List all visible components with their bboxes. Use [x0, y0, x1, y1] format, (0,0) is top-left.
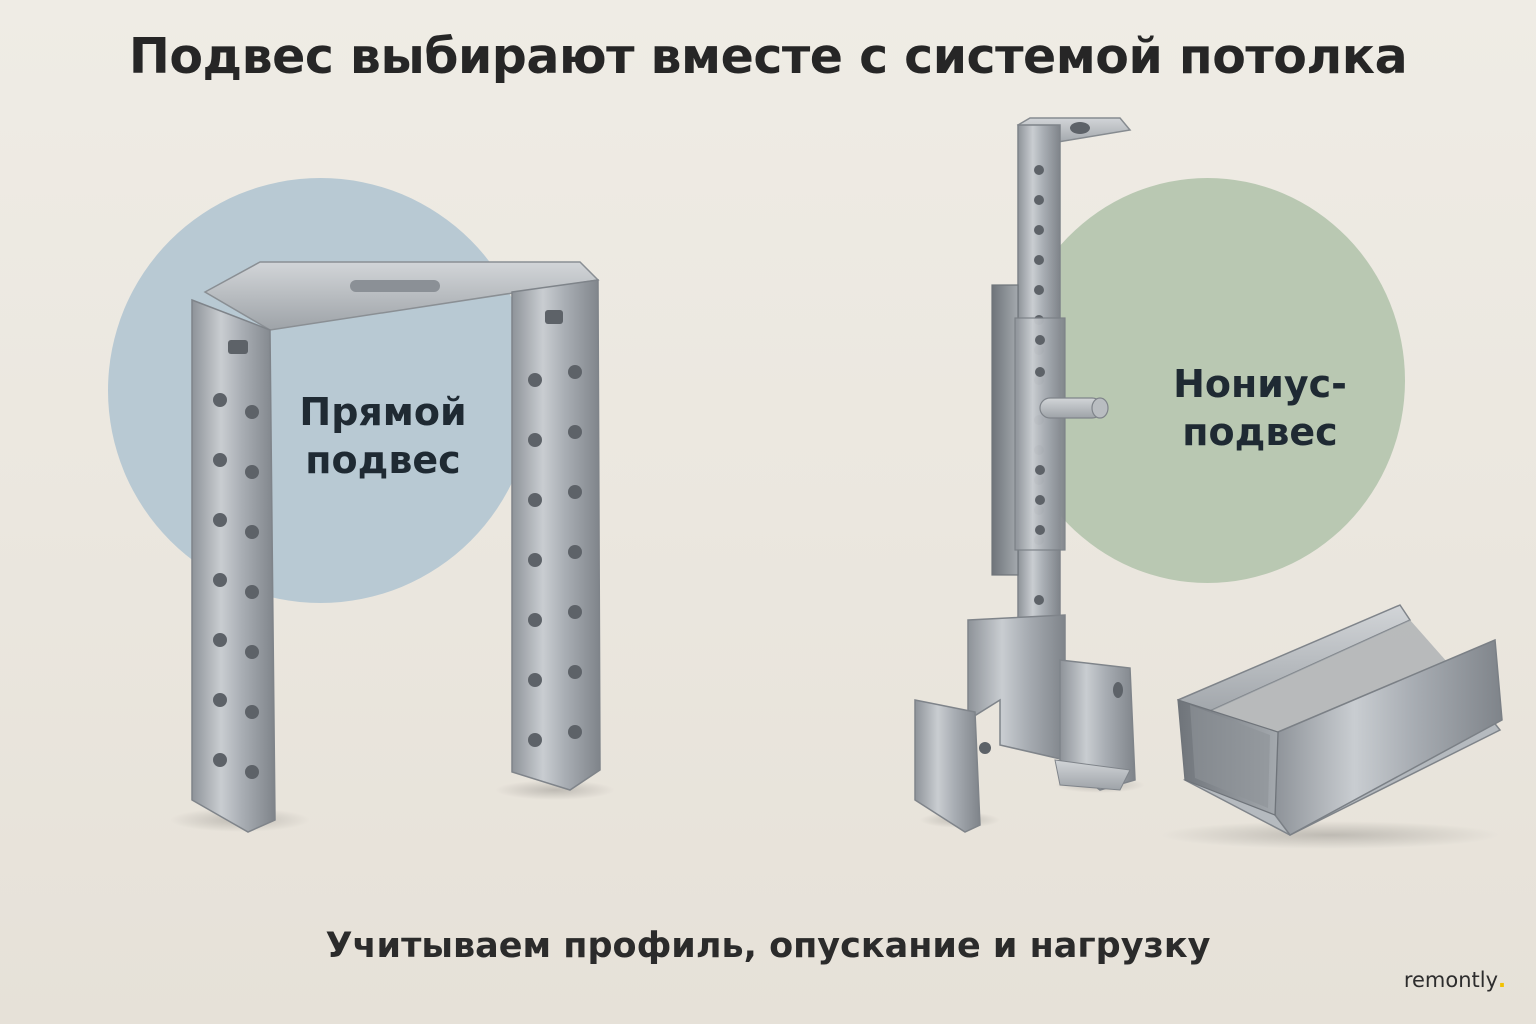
vernier-hanger-backdrop-circle [1010, 178, 1405, 583]
direct-hanger-image [170, 261, 615, 833]
direct-hanger-backdrop-circle [108, 178, 533, 603]
brand-name: remontly [1403, 968, 1499, 992]
direct-hanger-label-line1: Прямой [299, 390, 467, 434]
brand-logo: remontly. [1404, 968, 1506, 992]
headline: Подвес выбирают вместе с системой потолк… [128, 28, 1408, 85]
vernier-hanger-label-line1: Нониус- [1173, 362, 1347, 406]
direct-hanger-label-line2: подвес [305, 438, 461, 482]
direct-hanger-label: Прямой подвес [268, 388, 498, 484]
vernier-hanger-image [914, 117, 1145, 833]
vernier-hanger-label: Нониус- подвес [1150, 360, 1370, 456]
subheadline: Учитываем профиль, опускание и нагрузку [325, 926, 1211, 966]
vernier-hanger-label-line2: подвес [1182, 410, 1338, 454]
brand-dot: . [1498, 968, 1506, 992]
ceiling-profile-image [1160, 604, 1503, 849]
